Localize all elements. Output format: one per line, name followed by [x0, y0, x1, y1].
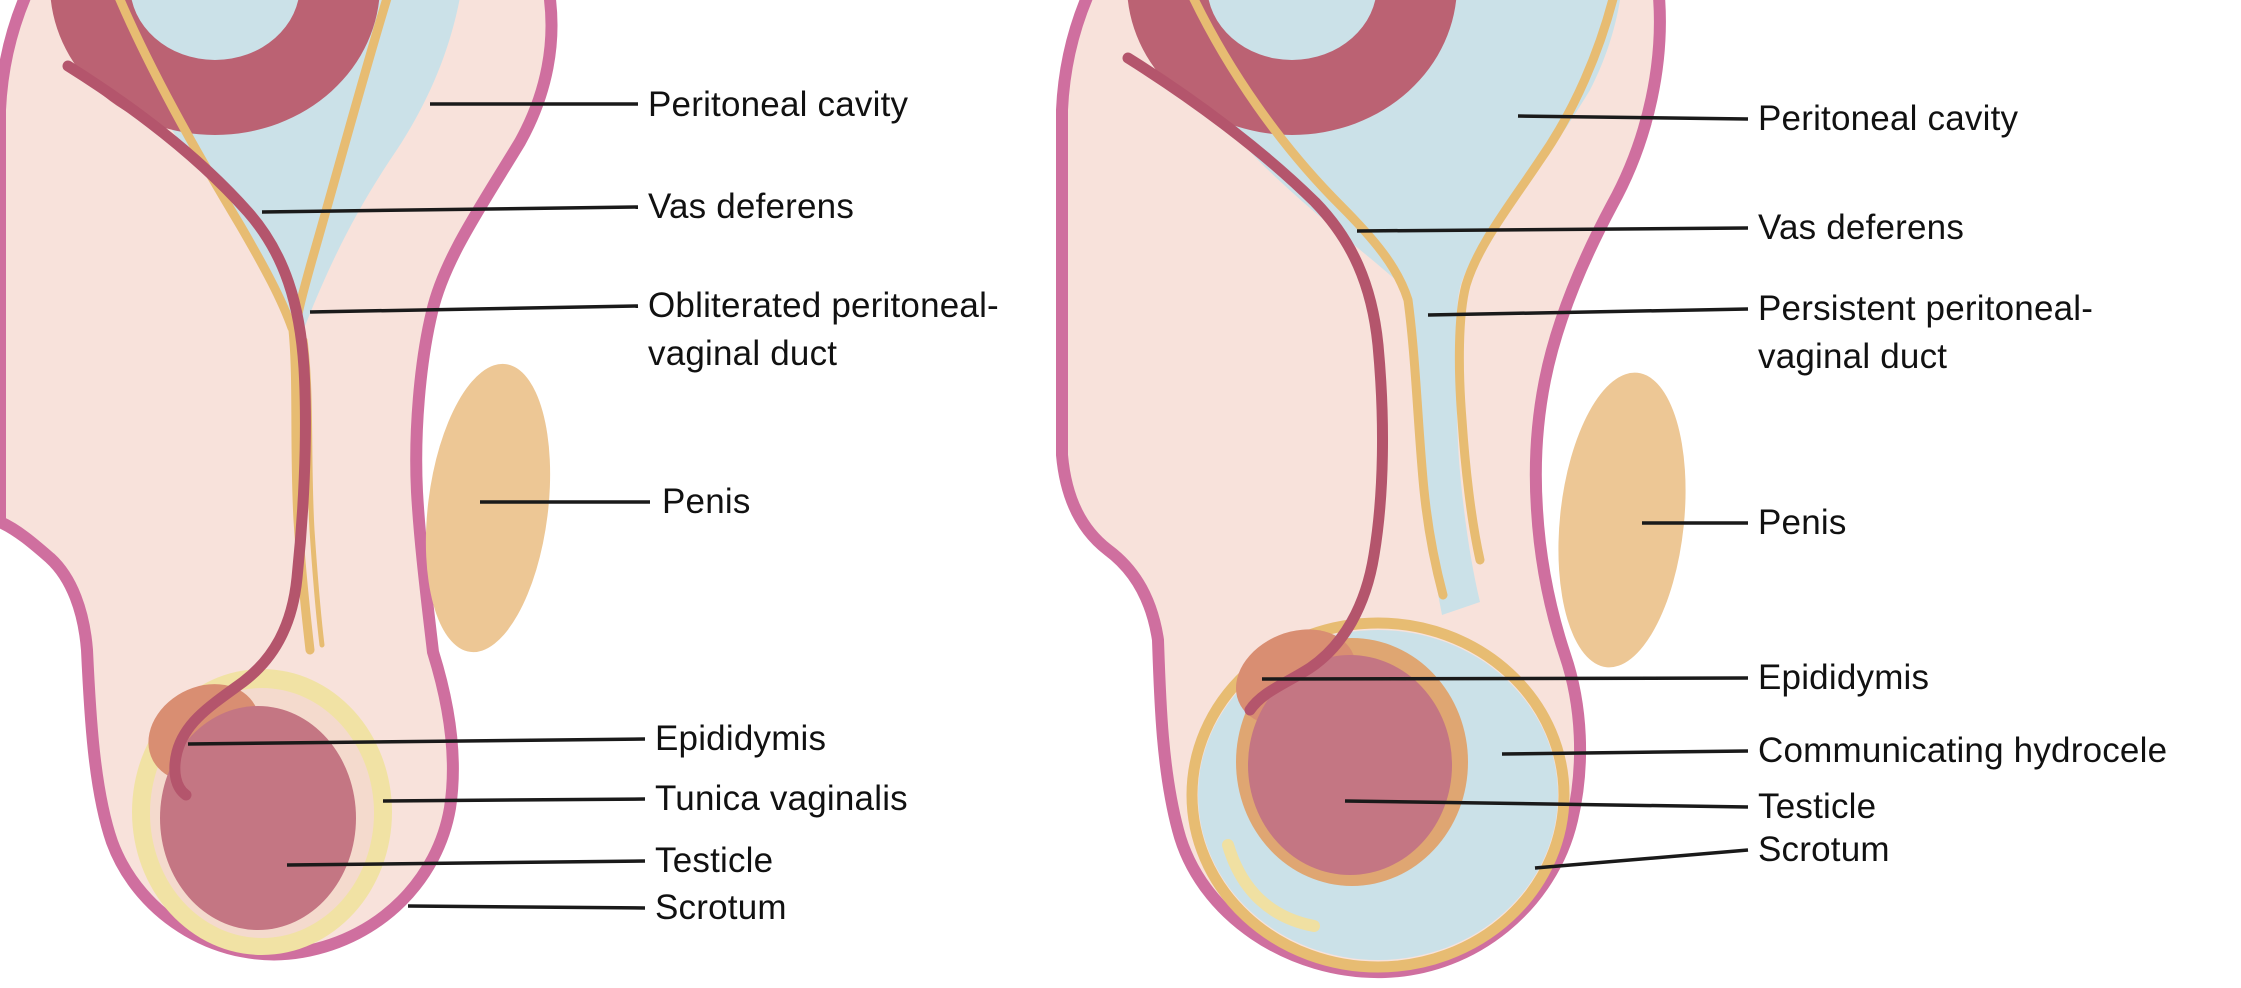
leader-line-peritoneal-cavity-right: [1517, 114, 1749, 121]
leader-line-epididymis-left: [187, 737, 646, 746]
leader-line-tunica-vaginalis-left: [382, 797, 646, 803]
label-text: Testicle: [1758, 787, 1877, 826]
label-penis-left: Penis: [662, 478, 751, 526]
leader-line-vas-deferens-right: [1356, 226, 1749, 233]
leader-line-testicle-left: [286, 859, 646, 867]
label-testicle-right: Testicle: [1758, 783, 1876, 831]
testicle-shape: [160, 706, 356, 930]
label-text-line1: Obliterated peritoneal-: [648, 286, 999, 325]
label-text: Tunica vaginalis: [655, 779, 908, 818]
penis-shape: [1558, 372, 1686, 668]
leader-line-epididymis-right: [1261, 676, 1749, 681]
label-text: Scrotum: [655, 888, 787, 927]
label-scrotum-right: Scrotum: [1758, 826, 1890, 874]
right-panel-illustration: [1056, 0, 1686, 979]
label-peritoneal-cavity-right: Peritoneal cavity: [1758, 95, 2018, 143]
leader-line-obliterated-duct-left: [309, 304, 639, 314]
label-testicle-left: Testicle: [655, 837, 773, 885]
label-text-line2: vaginal duct: [1758, 337, 1948, 376]
label-text: Epididymis: [1758, 658, 1930, 697]
label-vas-deferens-right: Vas deferens: [1758, 204, 1964, 252]
persistent-duct-left-strand: [1189, 0, 1448, 600]
label-text: Vas deferens: [1758, 208, 1965, 247]
label-text-line1: Persistent peritoneal-: [1758, 289, 2094, 328]
label-vas-deferens-left: Vas deferens: [648, 183, 854, 231]
label-obliterated-peritoneal-vaginal-duct-left: Obliterated peritoneal- vaginal duct: [648, 282, 999, 378]
label-persistent-peritoneal-vaginal-duct-right: Persistent peritoneal- vaginal duct: [1758, 285, 2093, 381]
label-text: Scrotum: [1758, 830, 1890, 869]
label-scrotum-left: Scrotum: [655, 884, 787, 932]
tunica-fold-shape: [1222, 839, 1320, 932]
label-penis-right: Penis: [1758, 499, 1847, 547]
label-text: Testicle: [655, 841, 774, 880]
label-text-line2: vaginal duct: [648, 334, 838, 373]
label-tunica-vaginalis-left: Tunica vaginalis: [655, 775, 908, 823]
label-text: Peritoneal cavity: [648, 85, 909, 124]
label-text: Penis: [662, 482, 751, 521]
tunica-ring-shape: [1186, 617, 1570, 973]
leader-line-vas-deferens-left: [261, 205, 639, 214]
label-leader-lines: [187, 102, 1749, 910]
label-peritoneal-cavity-left: Peritoneal cavity: [648, 81, 908, 129]
persistent-duct-right-strand: [1454, 0, 1618, 565]
label-epididymis-left: Epididymis: [655, 715, 826, 763]
leader-line-persistent-duct-right: [1427, 307, 1749, 317]
leader-line-testicle-right: [1344, 799, 1749, 809]
vas-deferens-line: [62, 60, 311, 801]
label-text: Epididymis: [655, 719, 827, 758]
peritoneal-vaginal-duct-left-strand: [115, 0, 297, 333]
label-communicating-hydrocele-right: Communicating hydrocele: [1758, 727, 2167, 775]
label-epididymis-right: Epididymis: [1758, 654, 1929, 702]
left-panel-illustration: [0, 0, 558, 961]
label-text: Penis: [1758, 503, 1847, 542]
penis-shape: [425, 363, 551, 653]
body-shape: [0, 0, 558, 961]
leader-line-communicating-hydrocele-right: [1501, 749, 1749, 756]
testicle-shape: [1248, 655, 1452, 875]
label-text: Vas deferens: [648, 187, 855, 226]
label-text: Communicating hydrocele: [1758, 731, 2168, 770]
leader-line-scrotum-right: [1534, 848, 1749, 870]
leader-line-scrotum-left: [407, 904, 646, 910]
label-text: Peritoneal cavity: [1758, 99, 2019, 138]
vas-deferens-line: [1122, 52, 1388, 716]
